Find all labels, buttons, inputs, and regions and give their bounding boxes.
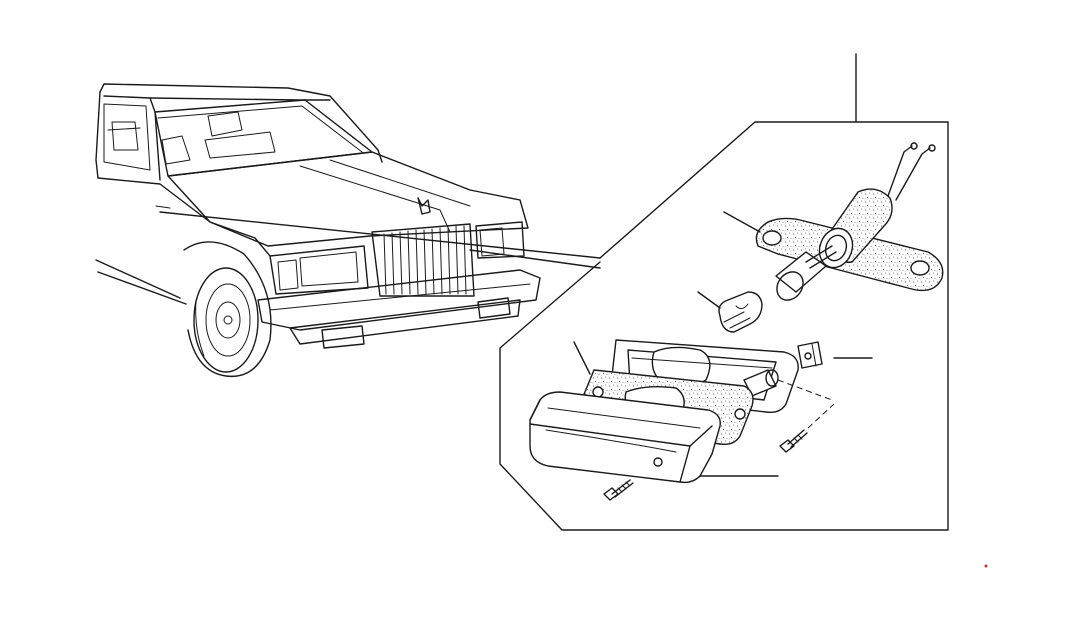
- red-speck: [984, 564, 988, 568]
- callout-gasket-plate: [723, 211, 761, 233]
- inset-frame: [499, 121, 949, 531]
- screw-front: [603, 479, 634, 501]
- clip-nut: [797, 341, 823, 369]
- inset-parts: [529, 142, 944, 501]
- screw-rear: [779, 403, 835, 453]
- car-illustration: [95, 83, 541, 378]
- wire-harness: [887, 145, 913, 197]
- zoom-leader-lines: [159, 211, 601, 269]
- bulb-holder: [775, 251, 827, 293]
- bulb: [718, 291, 763, 333]
- callout-bulb: [697, 291, 721, 309]
- callout-seal: [573, 341, 591, 375]
